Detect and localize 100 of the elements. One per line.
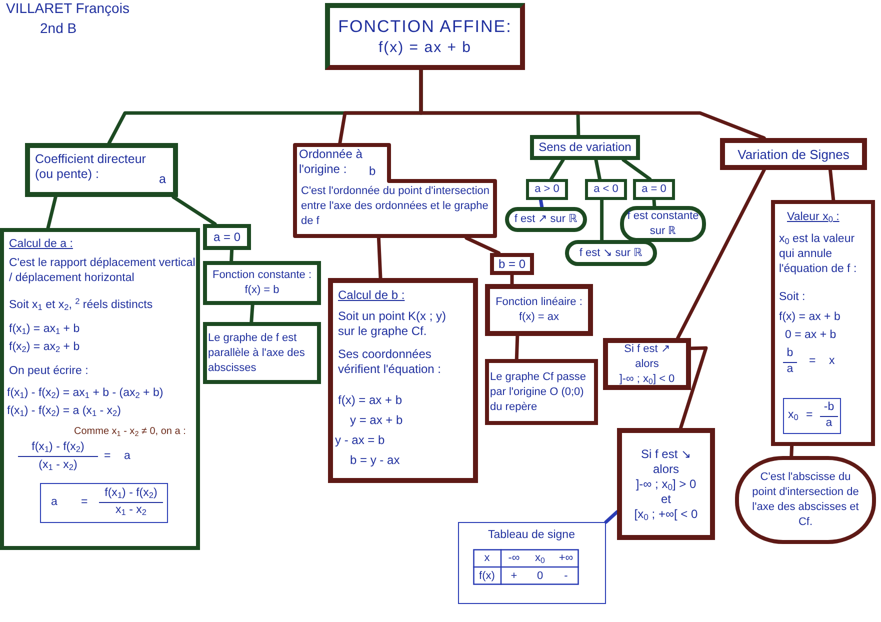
node-text: x$_{0}$ est la valeur qui annule l'équation de f : [779,232,858,277]
table-entry: + [510,569,518,584]
node-text: On peut écrire : [9,364,88,379]
node-text: a = 0 [213,230,241,244]
concept-box [25,143,178,197]
fraction-numerator: f(x$_{1}$) - f(x$_{2}$) [18,440,98,457]
fraction-denominator: a [824,416,834,431]
node-text: Variation de Signes [738,146,850,162]
node-text: 0 = ax + b [785,328,836,343]
condition-box [526,179,568,200]
fraction-denominator: a [786,362,794,377]
node-text: f(x$_{1}$) - f(x$_{2}$) = a (x$_{1}$ - x$_{2}$) [7,404,121,419]
node-text: C'est l'ordonnée du point d'intersection entre l'axe des ordonnées et le graphe de f [301,184,491,229]
connector-line [600,198,604,242]
table-entry: x$_{0}$ [534,551,546,566]
node-text: ]-∞ ; x$_{0}$] > 0 [636,476,696,492]
node-text: f(x$_{1}$) - f(x$_{2}$) = ax$_{1}$ + b - (ax$_{2}$ + b) [7,386,164,401]
node-text: f est constante sur ℝ [626,209,700,239]
node-text: Le graphe Cf passe par l'origine O (0;0) du repère [490,370,588,414]
fraction-denominator: (x$_{1}$ - x$_{2}$) [38,458,78,473]
heading-text: Valeur x$_{0}$ : [787,210,840,225]
connector-line [172,195,217,226]
concept-box [530,135,640,160]
node-text: Soit x$_{1}$ et x$_{2}$, $^{2}$ réels distincts [9,298,153,313]
condition-box [490,253,534,275]
node-text: f est ↘ sur ℝ [579,246,643,260]
concept-box [203,261,321,305]
result-pill [620,206,706,242]
formula-box [783,398,841,434]
node-text: a > 0 [534,182,560,197]
node-text: b = y - ax [350,453,400,468]
table-entry: - [563,569,569,584]
condition-box [633,179,675,200]
node-text: C'est le rapport déplacement vertical / déplacement horizontal [9,256,196,286]
sign-table-box [458,522,606,604]
node-text: a [124,449,130,464]
node-text: Coefficient directeur (ou pente) : [35,152,147,182]
node-text: Ses coordonnées vérifient l'équation : [338,347,442,377]
title-text: FONCTION AFFINE: [338,18,512,34]
fraction-numerator: -b [820,400,838,417]
node-text: f est ↗ sur ℝ [514,212,578,227]
heading-text: Calcul de b : [338,288,405,303]
node-text: y = ax + b [350,413,403,428]
class-label: 2nd B [40,20,77,36]
node-text: a [159,172,166,187]
equation: f(x) = ax + b [378,40,472,54]
table-entry: f(x) [478,569,496,584]
node-text: f(x) = b [244,283,280,298]
fraction-numerator: f(x$_{1}$) - f(x$_{2}$) [99,486,163,503]
node-text: Ordonnée à l'origine : [299,147,364,177]
connector-line [622,158,652,181]
connector-line [376,236,382,280]
result-pill [565,240,657,266]
fraction-numerator: b [783,346,797,363]
node-text: Soit : [779,290,806,305]
node-text: y - ax = b [335,433,385,448]
node-text: x$_{0}$ [788,408,798,423]
connector-line [828,168,836,202]
heading-text: Calcul de a : [9,237,73,252]
connector-line [230,248,234,263]
explanation-box [0,228,200,550]
node-text: = [809,354,816,369]
node-text: Fonction constante : [212,268,312,283]
author-name: VILLARET François [6,0,130,16]
note-box [485,359,598,425]
connector-line [678,346,708,430]
node-text: et [660,492,671,506]
node-text: x [829,354,835,369]
connector-line [549,158,565,181]
table-entry: +∞ [558,551,574,566]
connector-line [652,198,656,208]
note-box [203,322,321,384]
node-text: f(x$_{1}$) = ax$_{1}$ + b [9,322,80,337]
node-text: ]-∞ ; x$_{0}$] < 0 [619,372,675,386]
connector-line [604,510,619,524]
node-text: Si f est ↗ alors [623,342,671,372]
node-text: b = 0 [498,256,526,272]
node-text: Si f est ↘ alors [640,446,692,476]
node-text: = [806,408,813,423]
condition-box [203,224,251,250]
explanation-box [328,278,478,483]
table-entry: 0 [536,569,544,584]
connector-line [46,195,58,230]
connector-line [250,303,254,324]
connector-line [514,334,520,361]
connector-line [594,158,602,181]
concept-box [720,138,867,170]
node-text: Tableau de signe [487,528,576,543]
node-text: = [104,449,111,464]
node-text: Le graphe de f est parallèle à l'axe des abscisses [208,330,306,376]
connector-line [419,68,766,140]
node-text: Comme x$_{1}$ - x$_{2}$ ≠ 0, on a : [74,425,186,439]
node-text: C'est l'abscisse du point d'intersection de l'axe des abscisses et Cf. [751,470,860,530]
explanation-box [771,200,875,446]
title-box [325,3,525,70]
node-text: a = 0 [642,182,666,197]
result-pill [505,207,587,232]
connector-line [538,198,544,209]
table-entry: -∞ [507,551,521,566]
node-text: a [51,495,58,510]
